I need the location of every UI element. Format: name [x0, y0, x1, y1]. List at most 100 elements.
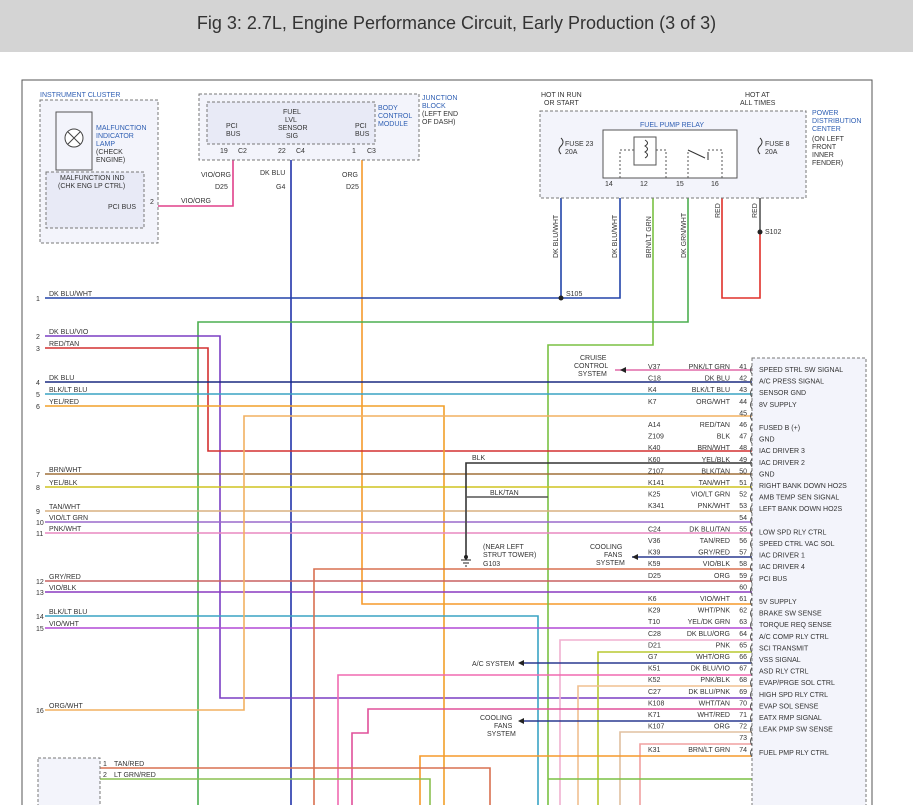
- left-wire-color-3: RED/TAN: [49, 341, 79, 348]
- pcm-circuit-67: K51: [648, 666, 661, 673]
- fuse8-label-1: FUSE 8: [765, 141, 790, 148]
- wire-row14: [45, 615, 539, 805]
- lamp-label-3: LAMP: [96, 141, 115, 148]
- left-wire-num-11: 11: [36, 531, 43, 538]
- pcm-wire-color-56: TAN/RED: [700, 538, 730, 545]
- wire-wht-org: [577, 685, 752, 805]
- wire-brn-lt-grn: [547, 188, 654, 805]
- pcm-pin-61: 61: [739, 596, 747, 603]
- pcm-connector-box: [751, 357, 867, 805]
- bcm-pci-left-1: PCI: [226, 123, 238, 130]
- wire-blk-tan-ground: [465, 496, 548, 560]
- wire-org-d25: [361, 150, 752, 605]
- hot-run-1: HOT IN RUN: [541, 92, 582, 99]
- pcm-circuit-69: C27: [648, 689, 661, 696]
- pcm-wire-color-44: ORG/WHT: [696, 399, 731, 406]
- left-wire-num-2: 2: [36, 334, 40, 341]
- pcm-pin-67: 67: [739, 666, 747, 673]
- pcm-pin-69: 69: [739, 689, 747, 696]
- pcm-pin-connector-56: [750, 539, 753, 549]
- pcm-circuit-63: T10: [648, 619, 660, 626]
- pcm-pin-60: 60: [739, 584, 747, 591]
- instrument-cluster: INSTRUMENT CLUSTER MALFUNCTION INDICATOR…: [39, 92, 211, 244]
- splice-s102-label: S102: [765, 229, 781, 236]
- pcm-label-55: LOW SPD RLY CTRL: [759, 529, 827, 536]
- bcm-pin-1: 1: [352, 148, 356, 155]
- pcm-circuit-48: K40: [648, 445, 661, 452]
- ground-icon: [461, 559, 471, 567]
- bcm-pci-right-2: BUS: [355, 131, 370, 138]
- fuse8-icon: [757, 137, 763, 155]
- pcm-pin-42: 42: [739, 376, 747, 383]
- relay-coil-box: [633, 136, 657, 166]
- pcm-pin-66: 66: [739, 654, 747, 661]
- pcm-wire-color-72: ORG: [714, 724, 730, 731]
- pcm-pin-68: 68: [739, 677, 747, 684]
- pcm-pin-54: 54: [739, 515, 747, 522]
- pcm-pin-62: 62: [739, 608, 747, 615]
- figure-title: Fig 3: 2.7L, Engine Performance Circuit,…: [196, 13, 717, 33]
- ground-label-1: (NEAR LEFT: [483, 544, 525, 551]
- wire-org-k107: [419, 755, 752, 805]
- pcm-label-57: IAC DRIVER 1: [759, 553, 805, 560]
- pcm-label-48: IAC DRIVER 3: [759, 448, 805, 455]
- wire-wht-pnk: [559, 639, 752, 805]
- cooling2-2: FANS: [494, 723, 513, 730]
- pcm-label-58: IAC DRIVER 4: [759, 564, 805, 571]
- pcm-label-59: PCI BUS: [759, 576, 787, 583]
- cooling2-arrow-icon: [518, 718, 524, 724]
- pcm-pin-63: 63: [739, 619, 747, 626]
- left-wire-color-7: BRN/WHT: [49, 467, 82, 474]
- pdc-wire-1: DK BLU/WHT: [553, 214, 560, 258]
- left-wire-color-16: ORG/WHT: [49, 703, 84, 710]
- pcm-circuit-46: A14: [648, 422, 661, 429]
- bcm-pci-left-2: BUS: [226, 131, 241, 138]
- relay-switch-icon: [687, 149, 709, 160]
- wiring-diagram: INSTRUMENT CLUSTER MALFUNCTION INDICATOR…: [21, 79, 873, 805]
- left-wire-num-15: 15: [36, 626, 44, 633]
- bcm-wire-3-color: ORG: [342, 172, 358, 179]
- fuse23-icon: [558, 137, 564, 155]
- cruise-arrow-icon: [620, 367, 626, 373]
- left-wire-color-5: BLK/LT BLU: [49, 387, 87, 394]
- pcm-label-44: 8V SUPPLY: [759, 402, 797, 409]
- left-wire-color-11: PNK/WHT: [49, 526, 82, 533]
- pcm-wire-color-57: GRY/RED: [698, 550, 730, 557]
- pcm-pin-55: 55: [739, 526, 747, 533]
- wire-tan-red: [313, 568, 752, 805]
- pdc-title-3: CENTER: [812, 126, 841, 133]
- pcm-pin-connector-61: [750, 597, 753, 607]
- bcm-fuel-4: SIG: [286, 133, 298, 140]
- pcm-circuit-52: K25: [648, 492, 661, 499]
- bcm-pin-19: 19: [220, 148, 228, 155]
- left-wire-num-6: 6: [36, 404, 40, 411]
- pcm-label-56: SPEED CTRL VAC SOL: [759, 541, 835, 548]
- pcm-wire-color-71: WHT/RED: [697, 712, 730, 719]
- left-wire-num-16: 16: [36, 708, 44, 715]
- pcm-wire-color-51: TAN/WHT: [699, 480, 731, 487]
- bcm-wire-2-color: DK BLU: [260, 170, 285, 177]
- pcm-label-67: ASD RLY CTRL: [759, 669, 809, 676]
- blk-tan-label: BLK/TAN: [490, 490, 519, 497]
- pcm-pin-70: 70: [739, 700, 747, 707]
- ground-label-3: G103: [483, 561, 500, 568]
- pcm-wire-color-74: BRN/LT GRN: [688, 747, 730, 754]
- pcm-pin-connector-55: [750, 528, 753, 537]
- left-wire-num-1: 1: [36, 296, 40, 303]
- pcm-pin-connector-45: [750, 412, 753, 421]
- pcm-pin-46: 46: [739, 422, 747, 429]
- pcm-wire-color-65: PNK: [716, 642, 731, 649]
- left-wire-color-9: TAN/WHT: [49, 504, 81, 511]
- pcm-label-46: FUSED B (+): [759, 425, 800, 432]
- pcm-wire-color-41: PNK/LT GRN: [689, 364, 730, 371]
- bottom-left-component: [37, 757, 101, 805]
- pcm-circuit-55: C24: [648, 526, 661, 533]
- malfunction-module-box: [45, 171, 145, 229]
- ground-label-2: STRUT TOWER): [483, 552, 536, 559]
- malfunction-ind-label-1: MALFUNCTION IND: [60, 175, 125, 182]
- pcm-circuit-62: K29: [648, 608, 661, 615]
- cruise-2: CONTROL: [574, 363, 608, 370]
- pcm-pin-45: 45: [739, 410, 747, 417]
